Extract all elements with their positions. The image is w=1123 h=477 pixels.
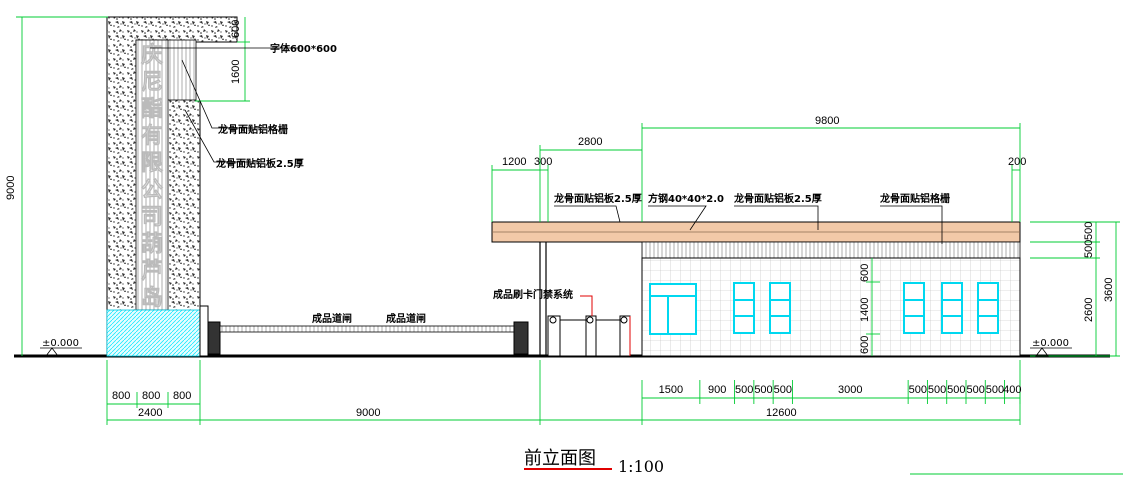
dim-win-600a: 600 [859, 264, 871, 282]
access-control-label: 成品刷卡门禁系统 [493, 288, 573, 301]
segment-label: 1500 [659, 384, 683, 396]
window [941, 282, 963, 334]
pillar-base-glass [106, 309, 201, 357]
windows [733, 282, 999, 334]
dim-right-500a: 500 [1083, 222, 1095, 240]
access-control-system: 成品刷卡门禁系统 [493, 288, 631, 357]
pillar-char: 公 [141, 178, 163, 203]
svg-text:±0.000: ±0.000 [1032, 338, 1069, 349]
segment-label: 500 [986, 384, 1004, 396]
segment-label: 3000 [838, 384, 862, 396]
barrier-motor-left [207, 321, 221, 355]
label-char-size: 字体600*600 [270, 42, 337, 55]
dim-bottom-9000: 9000 [356, 407, 380, 419]
segment-label: 900 [708, 384, 726, 396]
barrier-label-1: 成品道闸 [312, 312, 352, 325]
label-steel-tube: 方钢40*40*2.0 [648, 192, 724, 205]
dim-bottom-800c: 800 [173, 390, 191, 402]
window [903, 282, 925, 334]
segment-label: 400 [1003, 384, 1021, 396]
label-keel-plate: 龙骨面贴铝板2.5厚 [215, 157, 304, 170]
dim-right-3600: 3600 [1103, 278, 1115, 302]
dim-canopy-2800: 2800 [578, 136, 602, 148]
house-wall [641, 257, 1021, 357]
label-canopy-grille: 龙骨面贴铝格栅 [879, 192, 950, 205]
pillar-char: 司 [141, 205, 163, 230]
dim-pillar-600: 600 [230, 20, 242, 38]
segment-label: 500 [928, 384, 946, 396]
label-canopy-plate: 龙骨面贴铝板2.5厚 [553, 192, 642, 205]
segment-label: 500 [754, 384, 772, 396]
label-keel-grille: 龙骨面贴铝格栅 [217, 123, 288, 136]
scale-label: 1:100 [618, 457, 664, 476]
barrier-arm [219, 325, 521, 333]
door-window [649, 283, 697, 335]
segment-label: 500 [774, 384, 792, 396]
pillar-char: 芦 [141, 259, 163, 284]
dim-left-9000: 9000 [5, 176, 17, 200]
pillar-char: 岛 [141, 285, 163, 311]
pillar-char: 限 [141, 151, 163, 176]
barrier-gate: 成品道闸 成品道闸 [199, 305, 529, 357]
dim-bottom-800a: 800 [112, 390, 130, 402]
guard-house [641, 241, 1021, 357]
segment-label: 500 [735, 384, 753, 396]
window [733, 282, 755, 334]
dim-pillar-1600: 1600 [230, 60, 242, 84]
barrier-post-left [199, 305, 209, 357]
dim-win-600b: 600 [859, 336, 871, 354]
pillar-char: 葫 [141, 232, 163, 257]
pillar-char: 庆 [141, 42, 163, 68]
dim-bottom-2400: 2400 [138, 407, 162, 419]
dim-bottom-12600: 12600 [766, 407, 797, 419]
dim-win-1400: 1400 [859, 298, 871, 322]
segment-label: 500 [966, 384, 984, 396]
svg-text:±0.000: ±0.000 [42, 338, 79, 349]
level-mark-right: ±0.000 [1030, 338, 1072, 357]
segment-label: 500 [947, 384, 965, 396]
annotations [150, 47, 943, 244]
dimension-lines [16, 16, 1120, 425]
dim-right-2600: 2600 [1083, 298, 1095, 322]
level-mark-left: ±0.000 [40, 338, 82, 357]
dim-canopy-300: 300 [534, 156, 552, 168]
label-canopy-plate-2: 龙骨面贴铝板2.5厚 [733, 192, 822, 205]
dim-bottom-800b: 800 [142, 390, 160, 402]
pillar-char: 有 [141, 123, 163, 149]
page-title: 前立面图 [524, 448, 596, 469]
dim-canopy-1200: 1200 [502, 156, 526, 168]
dim-canopy-9800: 9800 [815, 115, 839, 127]
window [977, 282, 999, 334]
barrier-label-2: 成品道闸 [386, 312, 426, 325]
char-panel [135, 39, 169, 311]
window [769, 282, 791, 334]
segment-label: 500 [909, 384, 927, 396]
dim-canopy-200: 200 [1008, 156, 1026, 168]
dim-right-500b: 500 [1083, 240, 1095, 258]
pillar-char: 酯 [141, 97, 163, 122]
pillar-char: 尼 [141, 70, 163, 95]
segment-ticks [699, 380, 1021, 404]
barrier-motor-right [513, 321, 529, 355]
